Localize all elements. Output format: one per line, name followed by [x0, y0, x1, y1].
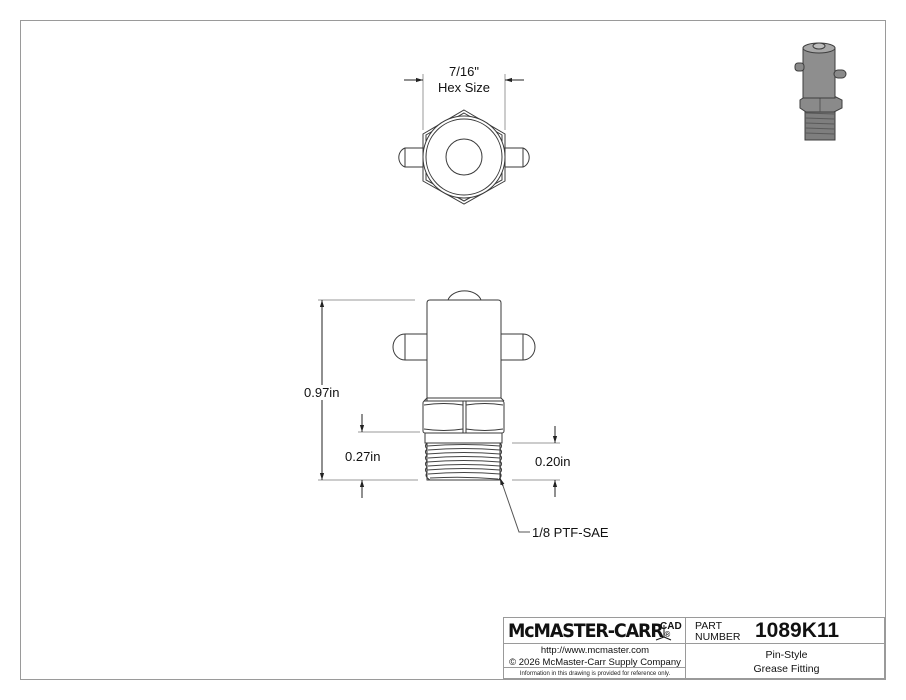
drawing-border: [20, 20, 886, 680]
copyright-text: © 2026 McMaster-Carr Supply Company: [509, 657, 681, 668]
cad-mark: CAD: [660, 621, 682, 632]
hex-size-value: 7/16": [449, 64, 479, 79]
part-number-value: 1089K11: [755, 619, 840, 642]
website-url[interactable]: http://www.mcmaster.com: [540, 645, 650, 656]
description-line-2: Grease Fitting: [753, 663, 820, 675]
title-block: McMASTER-CARR® CAD http://www.mcmaster.c…: [503, 617, 885, 679]
part-number-cell: PART NUMBER 1089K11: [687, 618, 886, 644]
disclaimer-text: Information in this drawing is provided …: [519, 671, 671, 677]
side-view-dimensions: [318, 299, 560, 533]
thread-callout: 1/8 PTF-SAE: [532, 525, 609, 540]
description-line-1: Pin-Style: [765, 649, 808, 661]
title-block-grid: [503, 617, 885, 679]
brand-logo: McMASTER-CARR®: [508, 620, 672, 642]
hex-size-label: Hex Size: [437, 80, 491, 95]
isometric-preview: [794, 42, 847, 141]
side-view: [392, 290, 536, 481]
thread-length-left-dimension: 0.27in: [345, 449, 381, 464]
company-info-cell: http://www.mcmaster.com © 2026 McMaster-…: [504, 645, 686, 669]
brand-cell: McMASTER-CARR® CAD: [504, 618, 686, 644]
disclaimer-cell: Information in this drawing is provided …: [504, 669, 686, 680]
top-view: [398, 74, 530, 205]
part-number-label: PART NUMBER: [695, 620, 741, 643]
overall-height-dimension: 0.97in: [304, 385, 340, 400]
description-cell: Pin-Style Grease Fitting: [687, 645, 886, 680]
thread-length-right-dimension: 0.20in: [535, 454, 571, 469]
